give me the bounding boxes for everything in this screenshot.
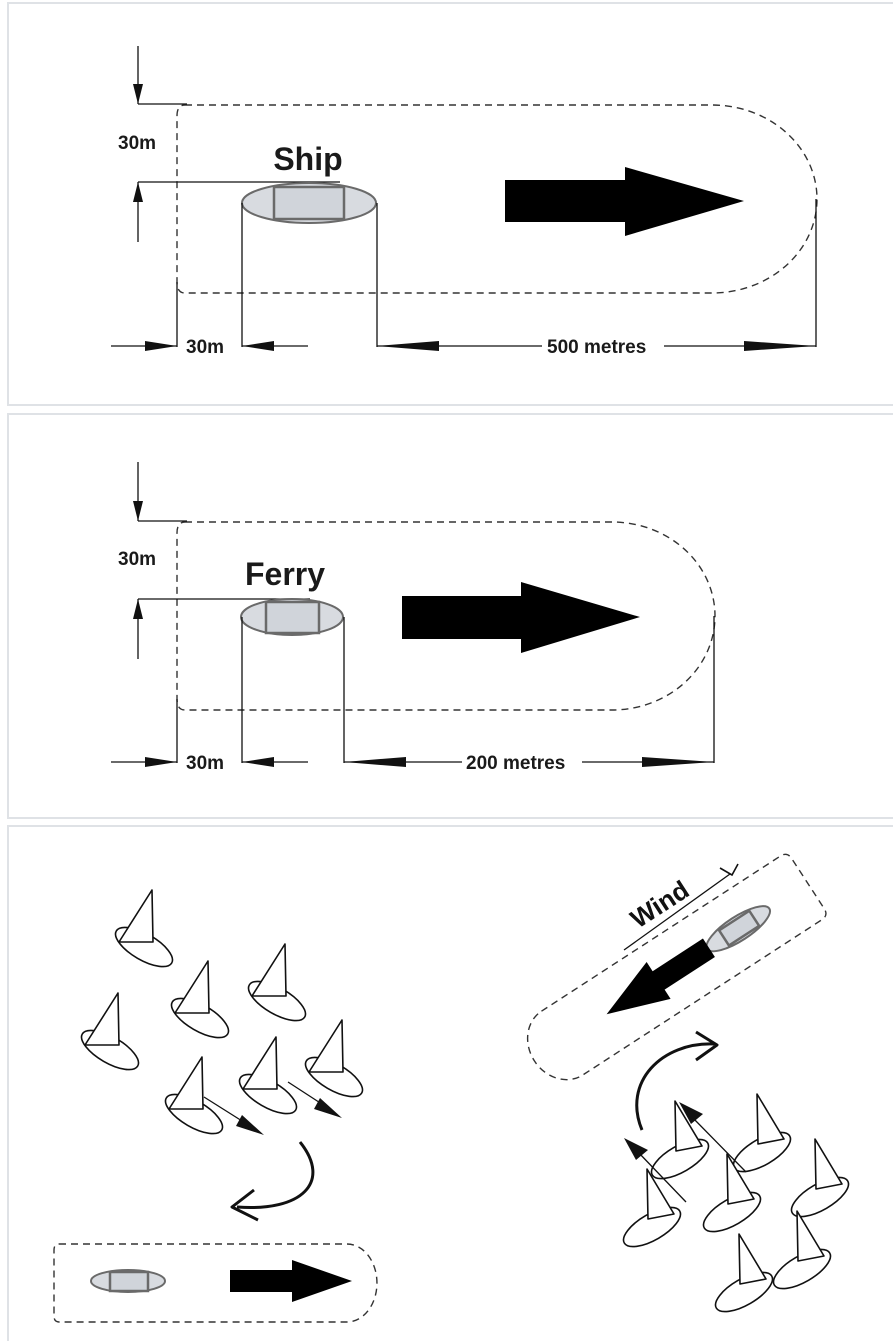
ship-diagram: 30m Ship 30m 500 metres: [111, 46, 818, 358]
ship-bottom-dim-arrowhead: [133, 182, 143, 202]
ship-ahead-arrowhead-left: [377, 341, 439, 351]
right-group-heading-arrows: [624, 1102, 747, 1203]
sailboat-icon: [726, 1093, 798, 1181]
sailboat-icon: [766, 1210, 838, 1298]
ferry-title: Ferry: [245, 556, 325, 592]
ship-side-clearance-label: 30m: [118, 133, 156, 154]
ferry-rear-arrowhead-right: [242, 757, 274, 767]
ship-rear-clearance-label: 30m: [186, 337, 224, 358]
ship-top-dim-arrowhead: [133, 84, 143, 104]
ferry-safety-zone: [176, 521, 716, 711]
ferry-rear-clearance-label: 30m: [186, 753, 224, 774]
ferry-ahead-arrowhead-right: [642, 757, 714, 767]
ferry-diagram: 30m Ferry 30m 200 metres: [111, 462, 716, 774]
ferry-cabin: [264, 600, 321, 635]
ferry-direction-arrow: [402, 582, 640, 653]
ferry-ahead-arrowhead-left: [344, 757, 406, 767]
ship-title: Ship: [273, 141, 342, 177]
ferry-side-clearance-label: 30m: [118, 549, 156, 570]
left-curved-arrow: [230, 1141, 315, 1222]
ferry-rear-arrowhead-left: [145, 757, 177, 767]
sailboat-group-right: [616, 1093, 856, 1321]
sailboat-icon: [108, 889, 180, 976]
ship-ahead-distance-label: 500 metres: [547, 337, 646, 358]
bottom-vessel-cabin: [108, 1270, 150, 1293]
sailboat-icon: [158, 1056, 230, 1143]
ferry-ahead-distance-label: 200 metres: [466, 753, 565, 774]
sailing-panel: Wind: [7, 825, 893, 1341]
ferry-panel: 30m Ferry 30m 200 metres: [7, 413, 893, 819]
ship-panel: 30m Ship 30m 500 metres: [7, 2, 893, 406]
sailboat-icon: [232, 1036, 304, 1123]
ferry-bottom-dim-arrowhead: [133, 599, 143, 619]
sailboat-icon: [708, 1233, 780, 1321]
ship-rear-arrowhead-right: [242, 341, 274, 351]
ship-direction-arrow: [505, 167, 744, 236]
ferry-top-dim-arrowhead: [133, 501, 143, 521]
ship-cabin: [272, 185, 346, 221]
bottom-vessel-zone: [53, 1243, 378, 1323]
bottom-vessel-arrow: [230, 1260, 352, 1302]
sailboat-icon: [784, 1138, 856, 1226]
sailboat-icon: [298, 1019, 370, 1106]
sailboat-icon: [74, 992, 146, 1079]
sailboat-icon: [164, 960, 236, 1047]
sailboat-icon: [241, 943, 313, 1030]
right-vessel-arrow: [606, 938, 715, 1015]
sailboat-icon: [616, 1168, 688, 1256]
ship-rear-arrowhead-left: [145, 341, 177, 351]
ship-ahead-arrowhead-right: [744, 341, 816, 351]
right-vessel-cabin: [717, 909, 761, 948]
left-group-heading-arrows: [203, 1081, 342, 1135]
sailboat-icon: [644, 1100, 716, 1188]
right-curved-arrow: [635, 1030, 719, 1131]
right-vessel-zone: [526, 853, 827, 1081]
sailing-diagram: Wind: [53, 853, 856, 1323]
